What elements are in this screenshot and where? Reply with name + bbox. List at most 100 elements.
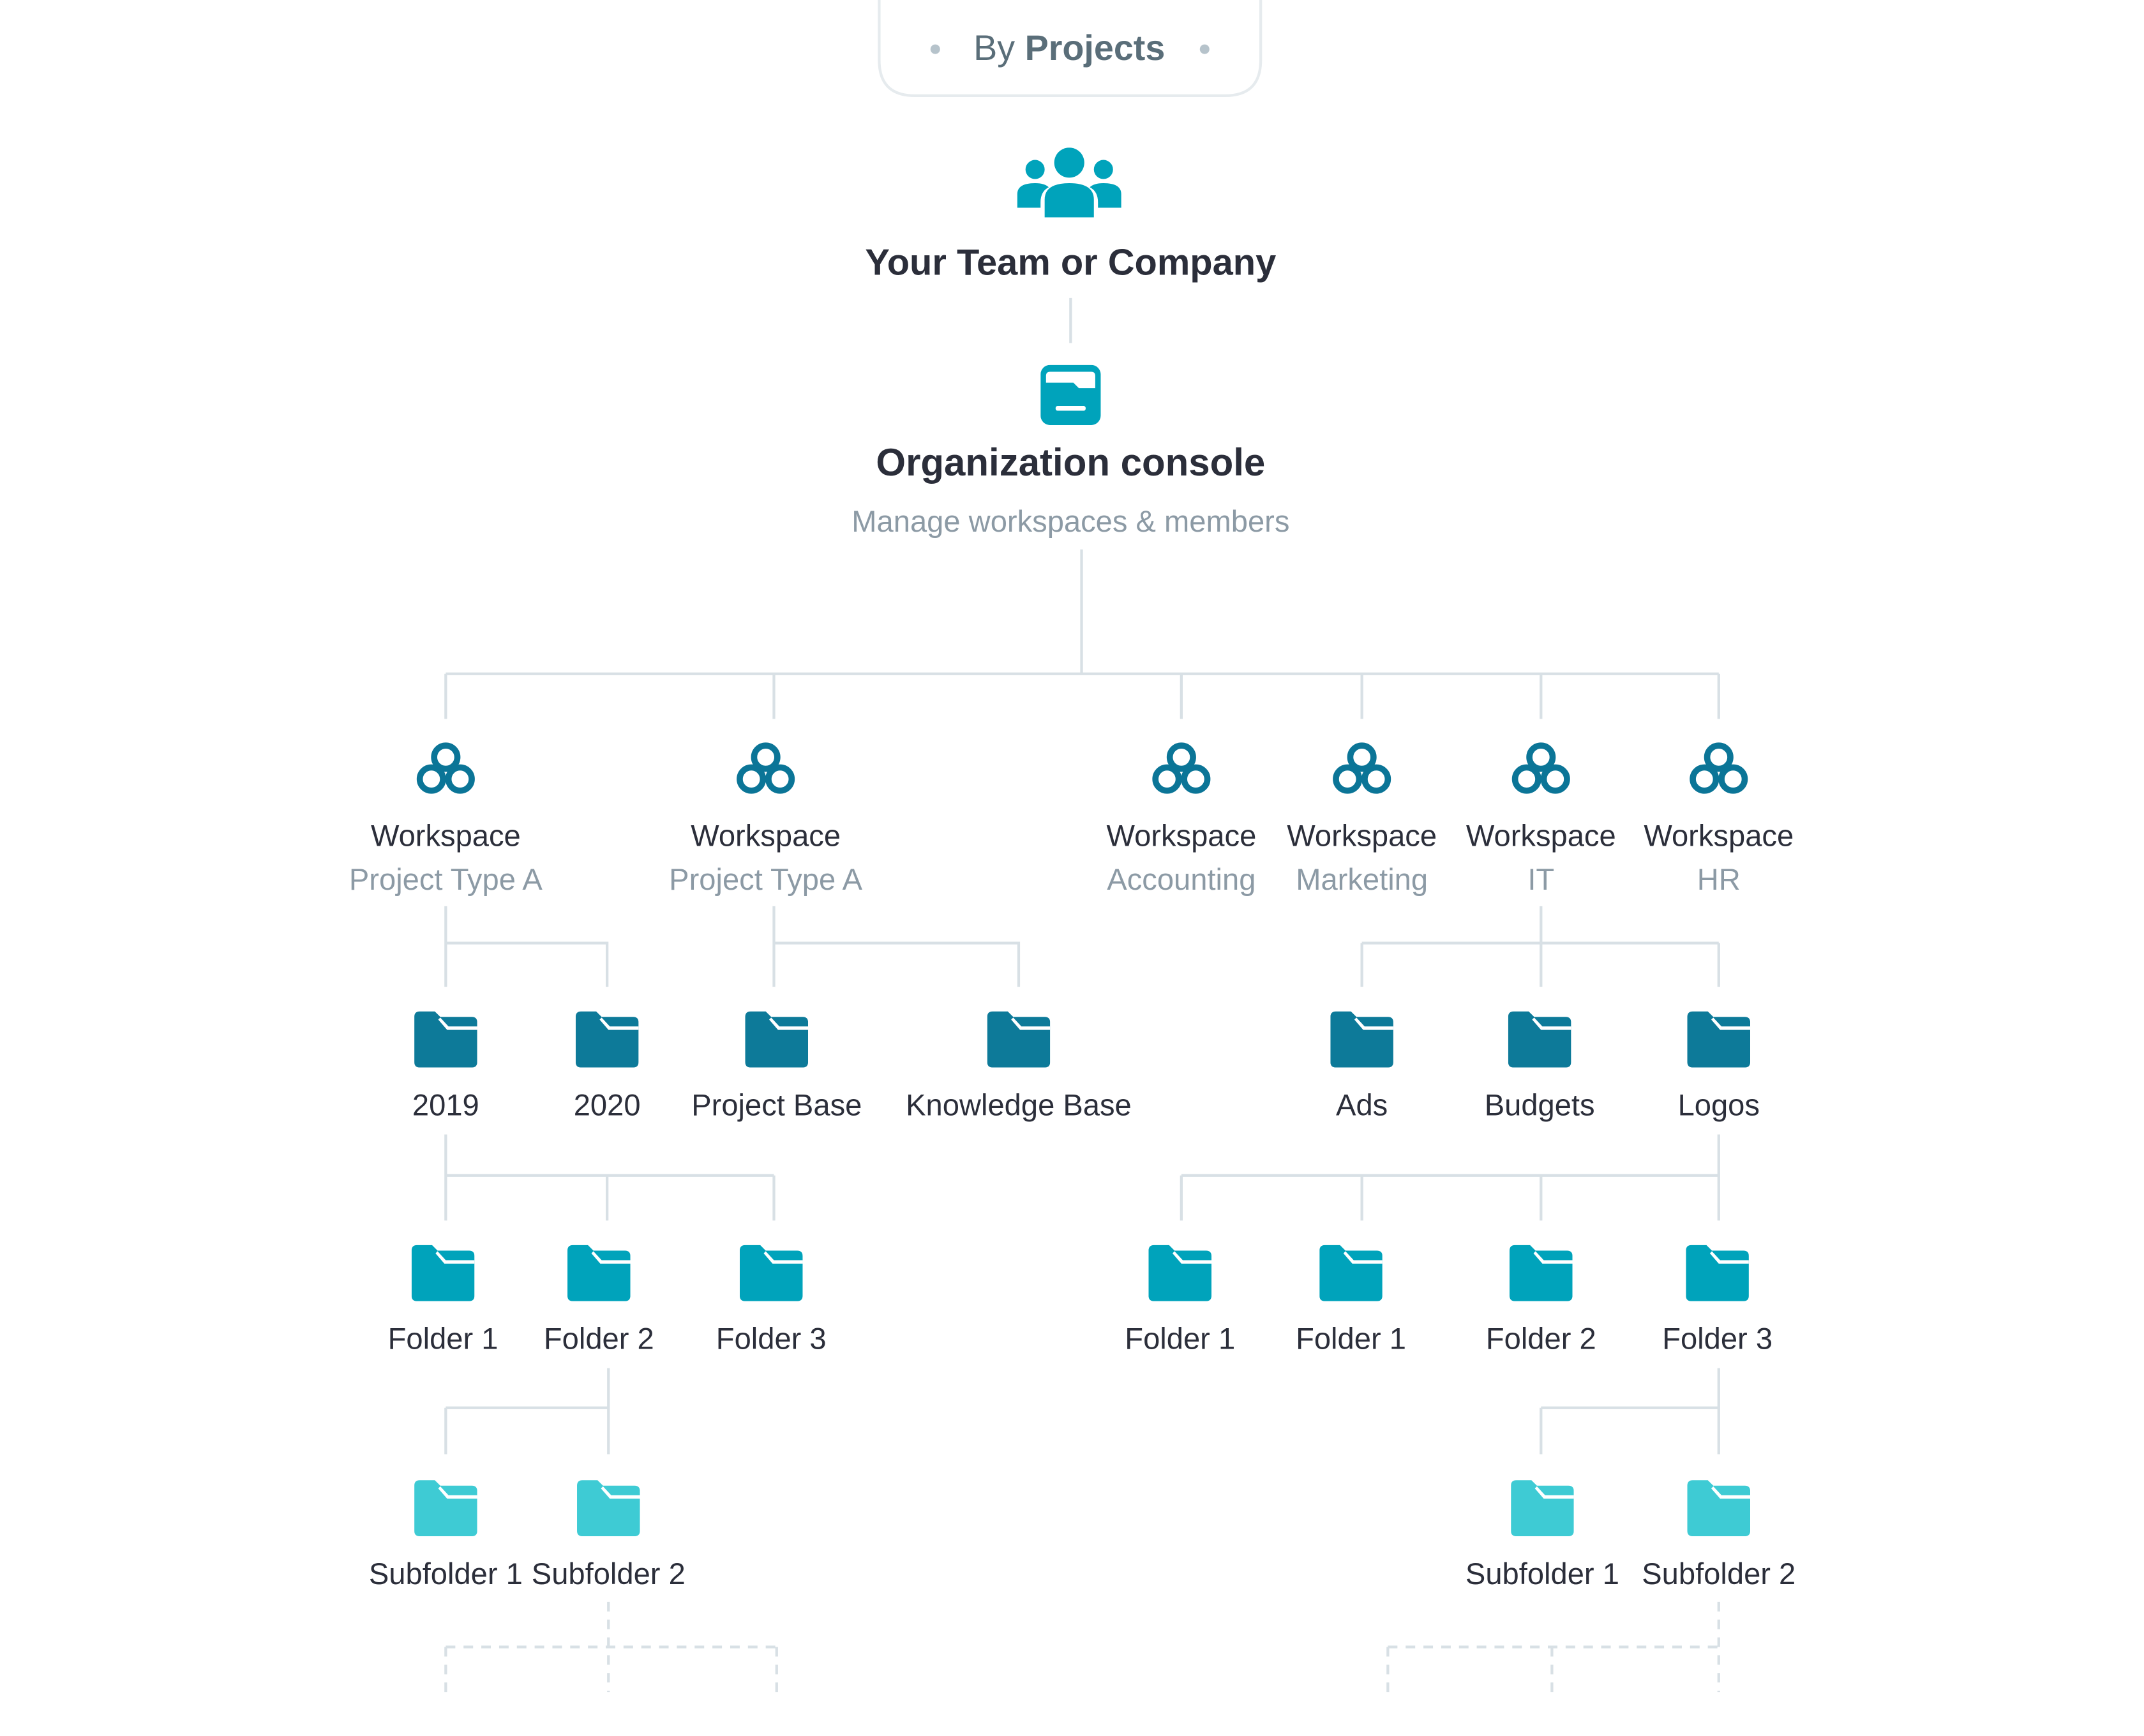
folder-node-label: Project Base xyxy=(691,1088,862,1121)
subfolder-l3-node-label: Subfolder 2 xyxy=(1642,1557,1795,1590)
workspace-type: Marketing xyxy=(1296,862,1428,896)
folder-node-label: 2019 xyxy=(412,1088,479,1121)
subfolder-node-label: Folder 2 xyxy=(544,1322,654,1356)
subfolder-l3-node[interactable]: Subfolder 2 xyxy=(532,1480,686,1590)
folder-icon xyxy=(414,1480,477,1537)
connector-lines xyxy=(444,297,1720,1693)
folder-icon xyxy=(1330,1011,1393,1068)
dot-left-icon xyxy=(930,44,940,54)
folder-icon xyxy=(1319,1245,1383,1301)
folder-icon xyxy=(567,1245,631,1301)
dot-right-icon xyxy=(1199,44,1210,54)
subfolder-node[interactable]: Folder 3 xyxy=(1662,1245,1773,1356)
folder-icon xyxy=(1510,1245,1573,1301)
folder-node[interactable]: Logos xyxy=(1678,1011,1760,1122)
subfolder-l3-node-label: Subfolder 1 xyxy=(1466,1557,1619,1590)
workspace-label: Workspace xyxy=(1287,819,1437,853)
folder-icon xyxy=(1148,1245,1212,1301)
subfolder-node-label: Folder 3 xyxy=(1662,1322,1773,1356)
workspace-icon xyxy=(1693,745,1744,791)
folder-icon xyxy=(739,1245,803,1301)
subfolder-node[interactable]: Folder 2 xyxy=(1486,1245,1596,1356)
console-icon xyxy=(1040,364,1101,426)
folder-node[interactable]: Budgets xyxy=(1485,1011,1595,1122)
view-selector-label: By Projects xyxy=(973,28,1165,68)
subfolder-node-label: Folder 2 xyxy=(1486,1322,1596,1356)
subfolder-node-label: Folder 1 xyxy=(388,1322,499,1356)
workspace-label: Workspace xyxy=(371,819,521,853)
subfolder-node[interactable]: Folder 3 xyxy=(716,1245,827,1356)
workspace-type: Project Type A xyxy=(669,862,863,896)
folder-icon xyxy=(1508,1011,1571,1068)
connector xyxy=(1540,1368,1720,1455)
subfolder-l3-node[interactable]: Subfolder 1 xyxy=(1466,1480,1619,1590)
subfolder-l3-node-label: Subfolder 2 xyxy=(532,1557,686,1590)
console-node: Organization console Manage workspaces &… xyxy=(851,364,1289,538)
folder-icon xyxy=(987,1011,1051,1068)
folder-icon xyxy=(745,1011,809,1068)
team-icon xyxy=(1017,147,1121,218)
connector xyxy=(444,1368,610,1455)
workspace-label: Workspace xyxy=(691,819,841,853)
folder-node[interactable]: 2020 xyxy=(574,1011,641,1122)
subfolder-l3-node[interactable]: Subfolder 1 xyxy=(369,1480,523,1590)
workspace-icon xyxy=(1336,745,1388,791)
folder-node-label: Ads xyxy=(1336,1088,1388,1121)
workspace-type: HR xyxy=(1697,862,1741,896)
folder-icon xyxy=(575,1011,639,1068)
view-selector-pill[interactable]: By Projects xyxy=(878,0,1263,98)
workspace-icon xyxy=(740,745,791,791)
folder-node-label: Budgets xyxy=(1485,1088,1595,1121)
workspace-icon xyxy=(420,745,472,791)
workspace-label: Workspace xyxy=(1644,819,1794,853)
connector xyxy=(444,906,609,987)
connector-dashed xyxy=(1386,1601,1720,1693)
subfolder-l3-node[interactable]: Subfolder 2 xyxy=(1642,1480,1795,1590)
console-title: Organization console xyxy=(876,441,1265,484)
folder-icon xyxy=(411,1245,475,1301)
subfolder-node[interactable]: Folder 1 xyxy=(1296,1245,1406,1356)
workspace-type: Project Type A xyxy=(349,862,543,896)
connector xyxy=(444,1134,776,1221)
workspace-type: IT xyxy=(1527,862,1554,896)
root-title: Your Team or Company xyxy=(865,242,1276,283)
subfolder-node[interactable]: Folder 1 xyxy=(1125,1245,1235,1356)
subfolder-node[interactable]: Folder 2 xyxy=(544,1245,654,1356)
folder-node-label: Logos xyxy=(1678,1088,1760,1121)
workspace-icon xyxy=(1515,745,1567,791)
subfolder-node-label: Folder 1 xyxy=(1296,1322,1406,1356)
folder-node-label: Knowledge Base xyxy=(906,1088,1132,1121)
connector xyxy=(444,673,1720,719)
workspace-type: Accounting xyxy=(1107,862,1256,896)
folder-node[interactable]: Ads xyxy=(1330,1011,1393,1122)
folder-icon xyxy=(1511,1480,1574,1537)
subfolder-node-label: Folder 3 xyxy=(716,1322,827,1356)
subfolder-node[interactable]: Folder 1 xyxy=(388,1245,499,1356)
folder-icon xyxy=(577,1480,640,1537)
folder-icon xyxy=(414,1011,477,1068)
workspace-label: Workspace xyxy=(1466,819,1616,853)
subfolder-node-label: Folder 1 xyxy=(1125,1322,1235,1356)
folder-icon xyxy=(1687,1480,1751,1537)
folder-node[interactable]: Project Base xyxy=(691,1011,862,1122)
console-subtitle: Manage workspaces & members xyxy=(851,504,1289,538)
workspace-label: Workspace xyxy=(1106,819,1256,853)
connector xyxy=(772,906,1021,987)
connector xyxy=(1360,906,1720,987)
subfolder-l3-node-label: Subfolder 1 xyxy=(369,1557,523,1590)
folder-node[interactable]: Knowledge Base xyxy=(906,1011,1132,1122)
connector-dashed xyxy=(444,1601,778,1693)
root-node: Your Team or Company xyxy=(865,147,1276,283)
folder-icon xyxy=(1686,1245,1749,1301)
connector xyxy=(1180,1134,1720,1221)
folder-node[interactable]: 2019 xyxy=(412,1011,479,1122)
folder-node-label: 2020 xyxy=(574,1088,641,1121)
